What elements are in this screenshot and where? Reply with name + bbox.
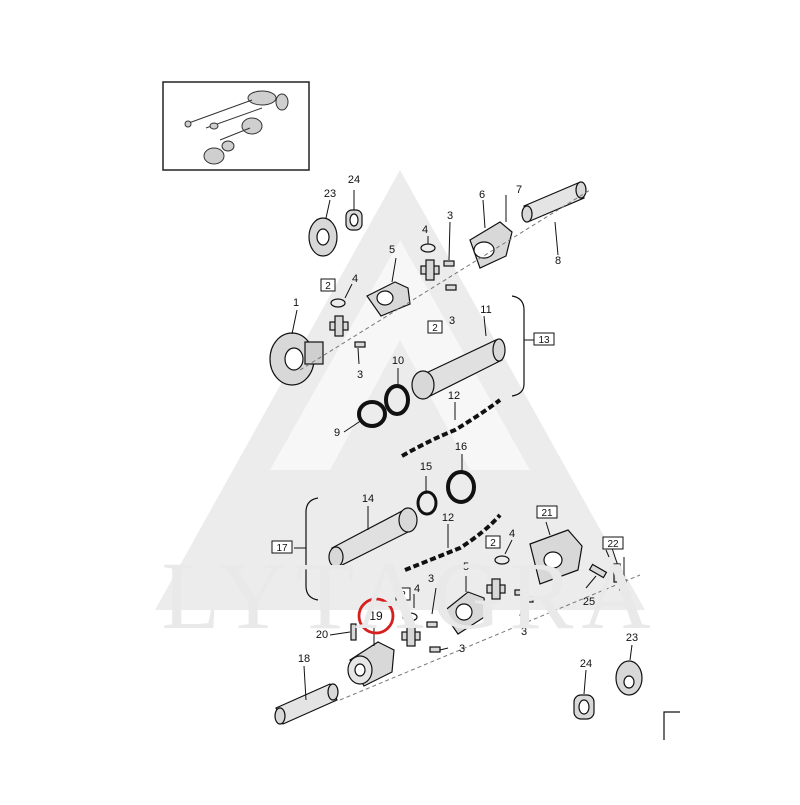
part-6-yoke-top[interactable] bbox=[469, 221, 513, 269]
svg-text:22: 22 bbox=[607, 539, 619, 550]
callout-4[interactable]: 4 bbox=[352, 273, 358, 285]
part-3-grease-nipples-top[interactable] bbox=[354, 260, 457, 348]
callout-13-box[interactable]: 13 bbox=[533, 332, 555, 346]
part-18-profile-tube-bottom[interactable] bbox=[274, 683, 339, 725]
part-3-grease-nipples-bottom[interactable] bbox=[426, 589, 534, 653]
callout-3[interactable]: 3 bbox=[521, 626, 527, 638]
callout-23[interactable]: 23 bbox=[324, 188, 336, 200]
callout-2-box[interactable]: 2 bbox=[427, 320, 443, 334]
svg-text:17: 17 bbox=[276, 543, 288, 554]
callout-labels: 1 3 3 3 3 3 3 4 4 4 4 5 5 6 7 8 9 10 11 … bbox=[293, 174, 638, 670]
part-5-center-yoke-bottom[interactable] bbox=[442, 591, 487, 635]
part-2-cross-journal-top-left[interactable] bbox=[329, 315, 349, 337]
callout-18[interactable]: 18 bbox=[298, 653, 310, 665]
callout-4[interactable]: 4 bbox=[422, 224, 428, 236]
overview-thumbnail[interactable] bbox=[162, 81, 310, 171]
part-8-profile-tube-top[interactable] bbox=[521, 181, 587, 223]
part-5-center-yoke-top[interactable] bbox=[366, 281, 411, 317]
callout-24[interactable]: 24 bbox=[580, 658, 592, 670]
callout-2-box[interactable]: 2 bbox=[395, 587, 411, 601]
part-2-cross-journal-top-right[interactable] bbox=[420, 259, 440, 281]
callout-6[interactable]: 6 bbox=[479, 189, 485, 201]
callout-2-box[interactable]: 2 bbox=[485, 535, 501, 549]
watermark-text: LYTAGRA bbox=[161, 542, 659, 649]
part-19-yoke-bottom[interactable] bbox=[347, 641, 395, 687]
callout-22-box[interactable]: 22 bbox=[602, 536, 624, 550]
callout-14[interactable]: 14 bbox=[362, 493, 374, 505]
svg-text:2: 2 bbox=[490, 538, 496, 549]
highlight-circle-19 bbox=[357, 597, 395, 635]
callout-12[interactable]: 12 bbox=[442, 512, 454, 524]
next-page-marker bbox=[663, 711, 680, 740]
svg-text:2: 2 bbox=[400, 590, 406, 601]
callout-10[interactable]: 10 bbox=[392, 355, 404, 367]
part-10-bearing-ring-top[interactable] bbox=[384, 384, 410, 416]
callout-4[interactable]: 4 bbox=[414, 583, 420, 595]
callout-3[interactable]: 3 bbox=[459, 643, 465, 655]
part-20-roll-pin[interactable] bbox=[350, 623, 357, 641]
callout-23[interactable]: 23 bbox=[626, 632, 638, 644]
svg-text:21: 21 bbox=[541, 508, 553, 519]
part-12-safety-chain-bottom[interactable] bbox=[404, 513, 502, 572]
callout-24[interactable]: 24 bbox=[348, 174, 360, 186]
callout-4[interactable]: 4 bbox=[509, 528, 515, 540]
part-2-cross-journal-bottom-right[interactable] bbox=[486, 578, 506, 600]
boxed-callouts: 2 2 2 2 13 17 21 22 bbox=[271, 278, 624, 601]
callout-3[interactable]: 3 bbox=[428, 573, 434, 585]
part-16-bearing-ring-outer[interactable] bbox=[446, 470, 476, 504]
callout-9[interactable]: 9 bbox=[334, 427, 340, 439]
part-24-bearing-bottom[interactable] bbox=[573, 694, 595, 720]
part-21-yoke-quick-release[interactable] bbox=[529, 529, 583, 585]
callout-19-highlighted[interactable]: 19 bbox=[369, 609, 383, 623]
part-9-guard-collar[interactable] bbox=[357, 400, 387, 428]
callout-2-box[interactable]: 2 bbox=[320, 278, 336, 292]
callout-8[interactable]: 8 bbox=[555, 255, 561, 267]
callout-3[interactable]: 3 bbox=[357, 369, 363, 381]
callout-20[interactable]: 20 bbox=[316, 629, 328, 641]
callout-5[interactable]: 5 bbox=[389, 244, 395, 256]
callout-3[interactable]: 3 bbox=[449, 315, 455, 327]
svg-text:2: 2 bbox=[325, 281, 331, 292]
callout-11[interactable]: 11 bbox=[480, 304, 491, 316]
part-4-o-rings-bottom[interactable] bbox=[402, 555, 510, 622]
part-11-guard-tube-outer[interactable] bbox=[411, 338, 506, 400]
part-12-safety-chain-top[interactable] bbox=[401, 398, 502, 458]
callout-17-box[interactable]: 17 bbox=[271, 540, 293, 554]
callout-5[interactable]: 5 bbox=[463, 561, 469, 573]
callout-12[interactable]: 12 bbox=[448, 390, 460, 402]
callout-25[interactable]: 25 bbox=[583, 596, 595, 608]
part-2-cross-journal-bottom-left[interactable] bbox=[401, 625, 421, 647]
callout-1[interactable]: 1 bbox=[293, 297, 299, 309]
svg-text:13: 13 bbox=[538, 335, 550, 346]
part-15-bearing-ring-inner[interactable] bbox=[416, 490, 438, 516]
part-14-guard-tube-inner[interactable] bbox=[328, 507, 418, 568]
callout-7[interactable]: 7 bbox=[516, 184, 522, 196]
part-25-bolt[interactable] bbox=[588, 563, 608, 579]
part-1-flange-yoke[interactable] bbox=[269, 332, 324, 386]
part-23-seal-top[interactable] bbox=[308, 217, 338, 257]
callout-15[interactable]: 15 bbox=[420, 461, 432, 473]
svg-text:2: 2 bbox=[432, 323, 438, 334]
callout-16[interactable]: 16 bbox=[455, 441, 467, 453]
callout-21-box[interactable]: 21 bbox=[536, 505, 558, 519]
leader-lines bbox=[291, 189, 641, 701]
part-24-bearing-top[interactable] bbox=[345, 209, 363, 231]
callout-3[interactable]: 3 bbox=[447, 210, 453, 222]
part-23-seal-bottom[interactable] bbox=[615, 660, 643, 696]
